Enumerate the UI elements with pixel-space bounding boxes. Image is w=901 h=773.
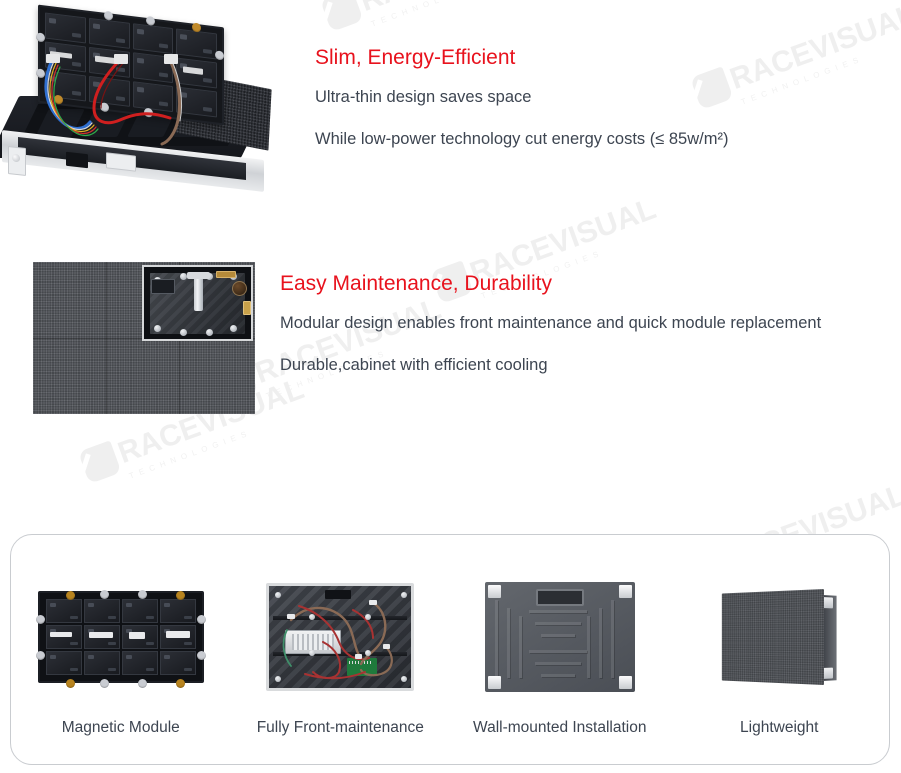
module-magnet xyxy=(146,15,155,26)
interior-hub xyxy=(325,590,352,599)
module-magnet xyxy=(175,679,185,688)
module-magnet xyxy=(175,591,185,600)
module-seam xyxy=(106,262,107,414)
brand-logo-icon xyxy=(78,440,122,484)
feature-title: Slim, Energy-Efficient xyxy=(315,46,516,69)
module-magnet xyxy=(65,679,75,688)
feature-card-lightweight: Lightweight xyxy=(670,535,890,737)
module-magnet xyxy=(192,22,201,33)
module-magnet xyxy=(196,651,206,660)
module-magnet xyxy=(137,679,147,688)
module-magnet xyxy=(36,32,45,43)
corner-bracket xyxy=(487,676,501,689)
cavity-contact-strip xyxy=(216,271,236,278)
corner-bracket xyxy=(487,585,501,598)
cavity-connector xyxy=(151,279,175,294)
corner-bracket xyxy=(618,585,632,598)
led-panel-perspective-photo xyxy=(704,573,854,701)
removed-module-cavity xyxy=(142,265,253,341)
feature-cards-panel: Magnetic Module xyxy=(10,534,890,765)
watermark-tagline: TECHNOLOGIES xyxy=(127,427,253,481)
card-caption: Wall-mounted Installation xyxy=(473,719,647,736)
panel-display-face xyxy=(722,589,825,685)
module-magnet xyxy=(65,591,75,600)
feature-row-slim-energy-efficient: Slim, Energy-Efficient Ultra-thin design… xyxy=(0,4,890,192)
led-front-service-photo xyxy=(33,262,255,414)
cabinet-handle xyxy=(535,589,584,606)
module-magnet xyxy=(99,679,109,688)
feature-title: Easy Maintenance, Durability xyxy=(280,272,552,295)
feature-card-wall-mounted-installation: Wall-mounted Installation xyxy=(450,535,670,737)
module-magnet xyxy=(36,68,45,79)
module-magnet xyxy=(104,10,113,21)
feature-line: Durable,cabinet with efficient cooling xyxy=(280,355,548,374)
module-magnet xyxy=(196,615,206,624)
module-magnet xyxy=(35,615,45,624)
corner-bracket xyxy=(618,676,632,689)
magnetic-extraction-tool xyxy=(187,272,210,311)
module-magnet xyxy=(137,590,147,599)
feature-line: While low-power technology cut energy co… xyxy=(315,129,729,148)
receiving-card xyxy=(347,658,378,676)
feature-row-easy-maintenance-durability: Easy Maintenance, Durability Modular des… xyxy=(0,262,890,414)
magnetic-module-rear-photo xyxy=(35,573,206,701)
cavity-contact-strip xyxy=(243,301,251,315)
module-magnet xyxy=(54,94,63,105)
panel-side-edge xyxy=(822,595,837,681)
cabinet-back-cover-photo xyxy=(484,573,635,701)
module-magnet xyxy=(215,50,224,61)
module-magnet xyxy=(35,651,45,660)
led-cabinet-open-module-photo xyxy=(0,4,272,192)
card-caption: Lightweight xyxy=(740,719,819,736)
cavity-dial xyxy=(232,281,247,296)
feature-line: Modular design enables front maintenance… xyxy=(280,314,822,333)
feature-text-block: Slim, Energy-Efficient Ultra-thin design… xyxy=(315,8,728,151)
rail-screw xyxy=(12,153,20,163)
feature-card-magnetic-module: Magnetic Module xyxy=(11,535,231,737)
module-magnet xyxy=(99,590,109,599)
cabinet-interior-photo xyxy=(266,573,415,701)
card-caption: Magnetic Module xyxy=(61,719,180,736)
feature-line: Ultra-thin design saves space xyxy=(315,88,532,107)
card-caption: Fully Front-maintenance xyxy=(256,719,424,736)
rail-label-plate xyxy=(106,152,136,172)
feature-card-fully-front-maintenance: Fully Front-maintenance xyxy=(231,535,451,737)
feature-text-block: Easy Maintenance, Durability Modular des… xyxy=(280,262,855,377)
rail-port xyxy=(66,151,88,169)
module-magnet xyxy=(144,107,153,118)
module-magnet xyxy=(100,102,109,113)
